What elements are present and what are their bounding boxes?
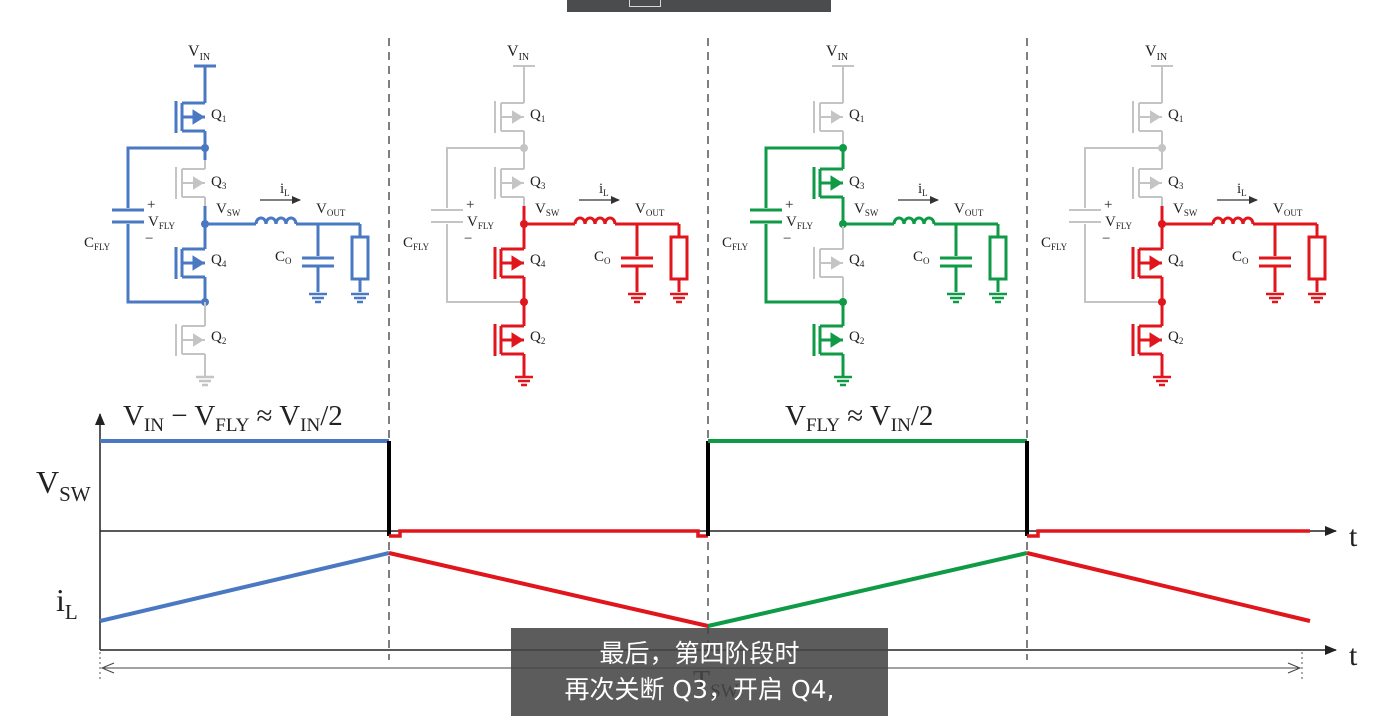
- mosfet-q1: [1132, 88, 1163, 146]
- q3-label: Q3: [1168, 174, 1184, 191]
- il-label: iL: [1237, 181, 1247, 198]
- mosfet-q4: [493, 226, 526, 300]
- q3-label: Q3: [530, 174, 546, 191]
- vin-label: VIN: [826, 43, 848, 63]
- cfly-label: CFLY: [1041, 235, 1068, 252]
- cfly-label: CFLY: [403, 235, 430, 252]
- vsw-label: VSW: [1173, 201, 1198, 218]
- q1-label: Q1: [530, 107, 545, 124]
- vfly-label: VFLY: [1105, 214, 1132, 231]
- mosfet-q1: [174, 88, 207, 146]
- vsw-phase2-low: [389, 529, 708, 538]
- mosfet-q1: [494, 88, 525, 146]
- il-phase4-ramp: [1026, 551, 1311, 623]
- mosfet-q3: [175, 160, 206, 206]
- il-phase1-ramp: [99, 551, 390, 623]
- co-label: CO: [594, 249, 611, 266]
- t-label-vsw: t: [1349, 520, 1358, 553]
- vout-label: VOUT: [1273, 201, 1303, 218]
- vsw-label: VSW: [216, 201, 241, 218]
- vin-label: VIN: [188, 43, 210, 63]
- vfly-minus: −: [145, 231, 153, 247]
- q3-label: Q3: [211, 174, 227, 191]
- vsw-label: VSW: [535, 201, 560, 218]
- q2-label: Q2: [530, 329, 545, 346]
- circuit-panels: VINQ1Q3CFLY+−VFLYVSWiLVOUTCOQ4Q2VINQ1Q3C…: [84, 43, 1327, 387]
- mosfet-q4: [1131, 226, 1164, 300]
- il-label: iL: [280, 181, 290, 198]
- video-control-bar[interactable]: [567, 0, 831, 12]
- vfly-label: VFLY: [786, 214, 813, 231]
- vfly-minus: −: [1102, 231, 1110, 247]
- video-subtitle: 最后，第四阶段时 再次关断 Q3，开启 Q4,: [511, 628, 888, 716]
- co-label: CO: [275, 249, 292, 266]
- vout-label: VOUT: [316, 201, 346, 218]
- il-waveform: [99, 551, 1311, 628]
- phase3-voltage-label: VFLY ≈ VIN/2: [785, 400, 933, 436]
- vfly-plus: +: [466, 197, 474, 213]
- mosfet-q1: [813, 88, 844, 146]
- vfly-plus: +: [1104, 197, 1112, 213]
- q1-label: Q1: [849, 107, 864, 124]
- control-bar-handle[interactable]: [629, 0, 661, 7]
- cfly-label: CFLY: [84, 235, 111, 252]
- co-label: CO: [1232, 249, 1249, 266]
- q1-label: Q1: [1168, 107, 1183, 124]
- t-label-il: t: [1349, 639, 1358, 672]
- il-phase3-ramp: [707, 551, 1028, 628]
- q2-label: Q2: [211, 329, 226, 346]
- cfly-label: CFLY: [722, 235, 749, 252]
- mosfet-q3: [1132, 160, 1163, 206]
- vfly-plus: +: [147, 197, 155, 213]
- vin-label: VIN: [1145, 43, 1167, 63]
- vfly-label: VFLY: [467, 214, 494, 231]
- mosfet-q4: [174, 226, 207, 300]
- subtitle-line-2: 再次关断 Q3，开启 Q4,: [564, 675, 835, 704]
- q4-label: Q4: [1168, 252, 1184, 269]
- vsw-waveform: [100, 439, 1310, 538]
- il-label: iL: [599, 181, 609, 198]
- vsw-label: VSW: [854, 201, 879, 218]
- subtitle-line-1: 最后，第四阶段时: [599, 639, 800, 668]
- il-label: iL: [918, 181, 928, 198]
- co-label: CO: [913, 249, 930, 266]
- vfly-label: VFLY: [148, 214, 175, 231]
- il-phase2-ramp: [388, 551, 709, 628]
- vout-label: VOUT: [954, 201, 984, 218]
- q4-label: Q4: [211, 252, 227, 269]
- q3-label: Q3: [849, 174, 865, 191]
- mosfet-q2: [493, 312, 526, 368]
- q4-label: Q4: [530, 252, 546, 269]
- phase1-voltage-label: VIN − VFLY ≈ VIN/2: [123, 400, 343, 436]
- q2-label: Q2: [1168, 329, 1183, 346]
- q4-label: Q4: [849, 252, 865, 269]
- vfly-minus: −: [783, 231, 791, 247]
- vsw-axis-label: VSW: [36, 464, 91, 506]
- vin-label: VIN: [507, 43, 529, 63]
- vsw-phase4-low: [1027, 529, 1310, 538]
- il-axis-label: iL: [56, 582, 78, 624]
- vfly-plus: +: [785, 197, 793, 213]
- phase-dividers: [388, 38, 1028, 660]
- q2-label: Q2: [849, 329, 864, 346]
- mosfet-q2: [1131, 312, 1164, 368]
- mosfet-q2: [175, 312, 206, 368]
- vout-label: VOUT: [635, 201, 665, 218]
- mosfet-q3: [812, 160, 845, 206]
- mosfet-q2: [812, 312, 845, 368]
- mosfet-q3: [494, 160, 525, 206]
- mosfet-q4: [813, 226, 844, 300]
- q1-label: Q1: [211, 107, 226, 124]
- vfly-minus: −: [464, 231, 472, 247]
